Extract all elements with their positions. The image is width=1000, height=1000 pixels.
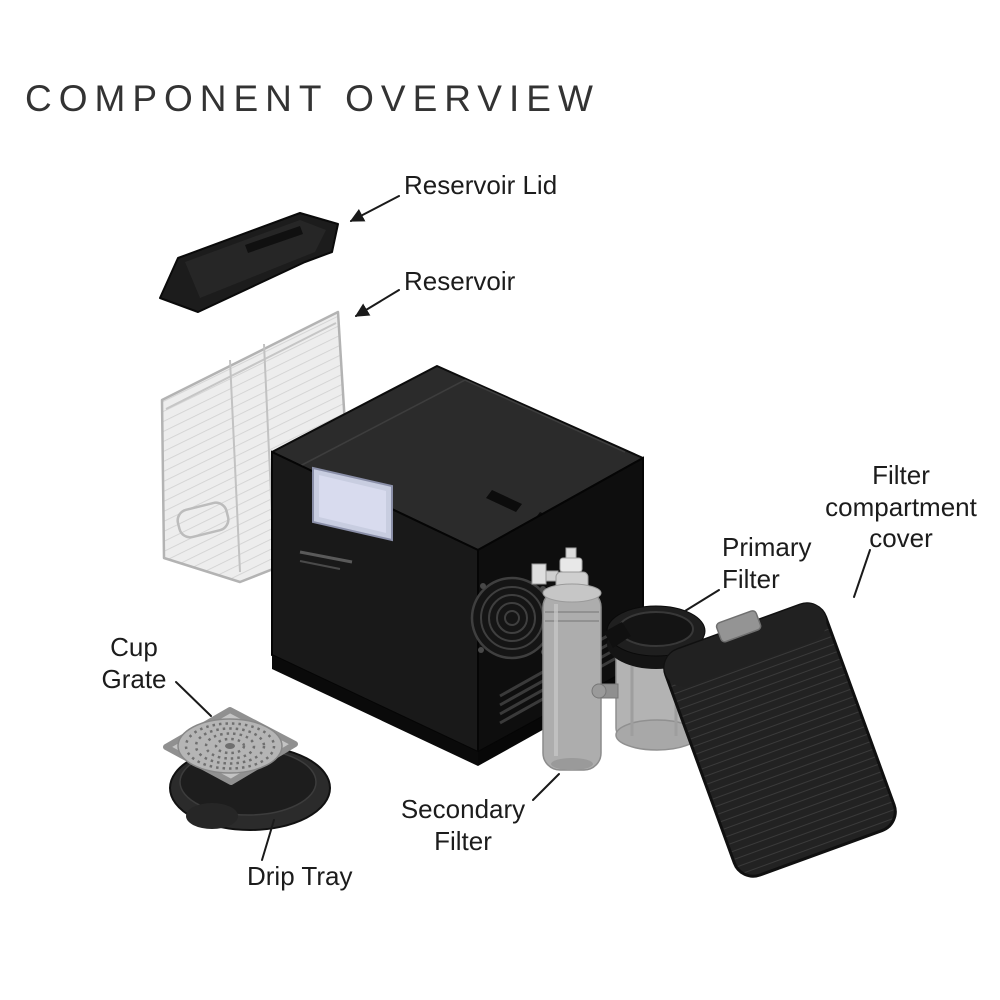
leader-lines	[175, 195, 871, 861]
leader-filter-cover	[853, 549, 871, 598]
label-primary-filter: Primary Filter	[722, 532, 812, 594]
leader-reservoir	[354, 289, 400, 317]
filter-compartment-cover-shape	[663, 602, 897, 878]
cup-grate-shape	[163, 707, 298, 785]
leader-cup-grate	[175, 681, 212, 717]
label-filter-compartment-cover: Filter compartment cover	[825, 460, 977, 554]
brand-mark	[299, 550, 353, 570]
page-title: COMPONENT OVERVIEW	[25, 78, 600, 119]
leader-primary-filter	[684, 589, 720, 612]
leader-reservoir-lid	[349, 195, 400, 222]
leader-drip-tray	[261, 819, 275, 861]
label-cup-grate: Cup Grate	[101, 632, 167, 694]
secondary-filter-shape	[542, 547, 602, 771]
tube-fitting-shape	[531, 563, 559, 585]
label-reservoir-lid: Reservoir Lid	[404, 170, 558, 200]
label-drip-tray: Drip Tray	[247, 861, 353, 891]
label-secondary-filter: Secondary Filter	[400, 794, 526, 856]
display-screen-shape	[312, 466, 393, 542]
fan-grille-shape	[470, 576, 554, 660]
label-reservoir: Reservoir	[404, 266, 516, 296]
leader-secondary-filter	[532, 773, 560, 801]
reservoir-lid-shape	[159, 212, 339, 313]
